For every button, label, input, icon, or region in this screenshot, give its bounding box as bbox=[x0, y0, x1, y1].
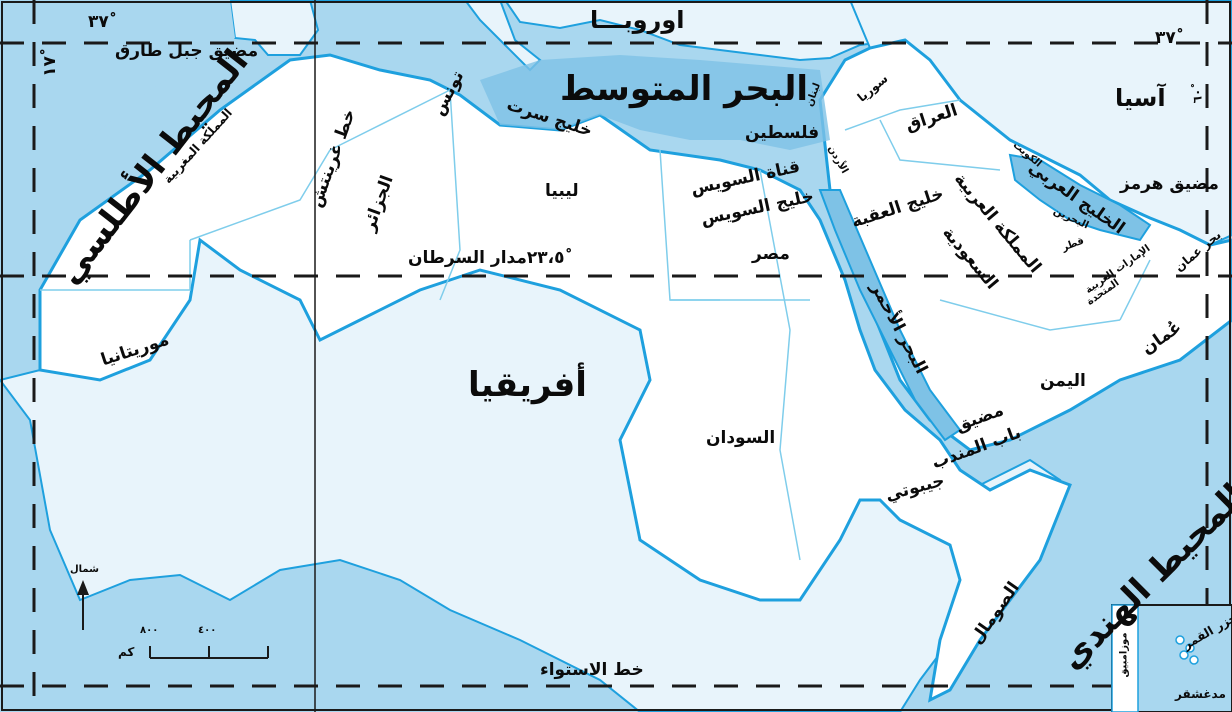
arab-world-asia bbox=[818, 38, 1232, 452]
label-lon-17w: ١٧ْ bbox=[39, 56, 60, 77]
internal-borders bbox=[40, 89, 1151, 561]
label-palestine: فلسطين bbox=[745, 123, 820, 143]
label-madagascar: مدغشقر bbox=[1175, 687, 1226, 701]
arabian-gulf bbox=[1008, 153, 1152, 242]
label-scale-400: ٤٠٠ bbox=[198, 625, 217, 636]
label-europe: اوروبـــا bbox=[590, 6, 685, 34]
scale-bar bbox=[149, 646, 269, 659]
label-lat-37-left: ٣٧ْ bbox=[88, 12, 109, 32]
label-scale-unit: كم bbox=[118, 645, 135, 659]
atlantic-coast bbox=[0, 0, 235, 320]
label-lon-60e: ٦٠ْ bbox=[1190, 88, 1205, 104]
label-scale-800: ٨٠٠ bbox=[140, 625, 159, 636]
label-strait-hormuz: مضيق هرمز bbox=[1120, 174, 1219, 194]
iberia bbox=[228, 0, 320, 56]
north-arrow-head bbox=[77, 580, 89, 595]
label-lat-37-right: ٣٧ْ bbox=[1155, 28, 1176, 48]
label-tropic-cancer: ٢٣،٥ْمدار السرطان bbox=[408, 248, 565, 268]
inset-mozambique bbox=[1111, 604, 1139, 712]
comoros-islands bbox=[1175, 635, 1199, 665]
label-mediterranean: البحر المتوسط bbox=[560, 69, 809, 109]
label-equator: خط الاستواء bbox=[540, 660, 644, 680]
mediterranean-sea bbox=[480, 55, 830, 150]
label-libya: ليبيا bbox=[545, 181, 579, 201]
label-yemen: اليمن bbox=[1040, 371, 1086, 391]
label-africa: أفريقيا bbox=[468, 365, 587, 405]
red-sea bbox=[818, 189, 962, 442]
label-north: شمال bbox=[70, 564, 99, 575]
label-sudan: السودان bbox=[706, 428, 776, 448]
label-mozambique: موزامبيق bbox=[1118, 632, 1130, 678]
label-asia: آسيا bbox=[1115, 84, 1166, 112]
label-egypt: مصر bbox=[752, 244, 790, 264]
label-strait-gibraltar: مضيق جبل طارق bbox=[115, 41, 259, 61]
